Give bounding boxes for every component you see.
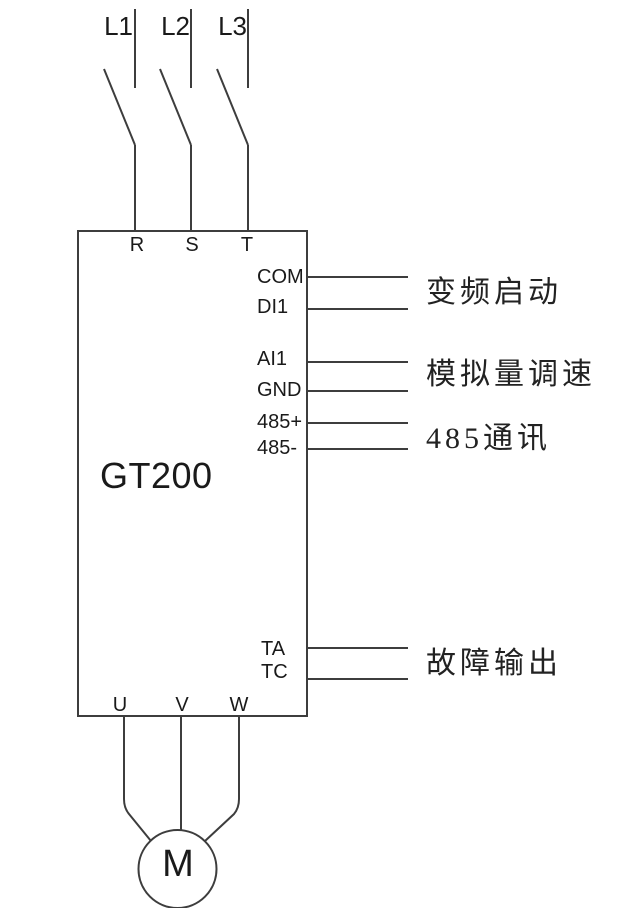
terminal-label-w: W bbox=[229, 694, 249, 716]
motor-label: M bbox=[162, 843, 194, 885]
l2-switch-blade bbox=[159, 68, 192, 146]
terminal-label-r: R bbox=[129, 234, 145, 256]
disconnect-switch-l2 bbox=[159, 9, 192, 231]
terminal-label-485-plus: 485+ bbox=[257, 411, 303, 433]
terminal-label-tc: TC bbox=[261, 661, 288, 683]
terminal-label-ta: TA bbox=[261, 638, 286, 660]
disconnect-switch-l1 bbox=[103, 9, 136, 231]
vfd-box bbox=[77, 230, 308, 717]
l1-switch-blade bbox=[103, 68, 136, 146]
wire-u-to-motor bbox=[123, 716, 152, 842]
terminal-label-gnd: GND bbox=[257, 379, 302, 401]
terminal-label-u: U bbox=[112, 694, 128, 716]
terminal-label-s: S bbox=[185, 234, 199, 256]
terminal-label-v: V bbox=[175, 694, 189, 716]
annotation-485-comm: 485通讯 bbox=[426, 422, 551, 455]
phase-label-l3: L3 bbox=[218, 11, 247, 41]
terminal-label-485-minus: 485- bbox=[257, 437, 298, 459]
motor-circle bbox=[137, 829, 218, 908]
terminal-label-com: COM bbox=[257, 266, 304, 288]
terminal-label-ai1: AI1 bbox=[257, 348, 288, 370]
device-title: GT200 bbox=[100, 455, 213, 496]
phase-label-l2: L2 bbox=[161, 11, 190, 41]
annotation-analog-speed: 模拟量调速 bbox=[426, 358, 596, 391]
phase-label-l1: L1 bbox=[104, 11, 133, 41]
disconnect-switch-l3 bbox=[216, 9, 249, 231]
annotation-run-command: 变频启动 bbox=[426, 276, 562, 309]
l3-switch-blade bbox=[216, 68, 249, 146]
terminal-label-t: T bbox=[240, 234, 254, 256]
wire-w-to-motor bbox=[204, 716, 240, 842]
terminal-label-di1: DI1 bbox=[257, 296, 289, 318]
annotation-fault-output: 故障输出 bbox=[426, 647, 562, 680]
